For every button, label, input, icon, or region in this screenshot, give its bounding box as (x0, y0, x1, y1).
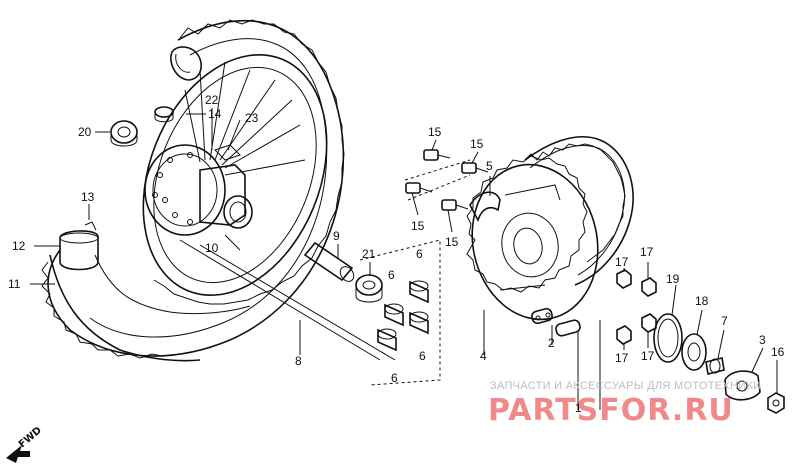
axle-nut-16 (767, 392, 785, 414)
damper-rubbers-6 (377, 280, 429, 352)
rim-band-tube (59, 221, 99, 271)
label-1: 1 (575, 401, 582, 415)
label-7: 7 (721, 314, 728, 328)
driven-sprocket-4 (466, 155, 599, 321)
dust-seal-14 (154, 106, 174, 123)
watermark-tagline: ЗАПЧАСТИ И АКСЕССУАРЫ ДЛЯ МОТОТЕХНИКИ (490, 380, 761, 392)
label-19: 19 (666, 272, 680, 286)
watermark-brand-logo: PARTSFOR.RU (488, 393, 734, 428)
label-15d: 15 (445, 235, 459, 249)
label-17b: 17 (640, 245, 654, 259)
leader-lines (30, 108, 778, 410)
circlip-19 (653, 313, 683, 363)
label-17c: 17 (615, 351, 629, 365)
label-10: 10 (205, 241, 219, 255)
label-21: 21 (362, 247, 376, 261)
label-16: 16 (771, 345, 785, 359)
label-15c: 15 (411, 219, 425, 233)
hub (144, 144, 253, 236)
label-17a: 17 (615, 255, 629, 269)
label-13: 13 (81, 190, 95, 204)
bolts-15 (405, 149, 489, 211)
label-11: 11 (8, 277, 21, 291)
label-20: 20 (78, 125, 92, 139)
group-outline-dampers (359, 159, 471, 386)
label-8: 8 (295, 354, 302, 368)
drive-chain-1 (524, 136, 634, 286)
lock-plate-5 (469, 191, 501, 223)
label-2: 2 (548, 336, 555, 350)
bearing-18 (681, 333, 707, 371)
axle-collar-9 (303, 241, 355, 282)
chain-master-link-2 (531, 307, 581, 337)
fwd-label: FWD (17, 425, 44, 450)
collar-7 (705, 357, 725, 375)
label-12: 12 (12, 239, 26, 253)
label-15a: 15 (428, 125, 442, 139)
label-14: 14 (208, 107, 222, 121)
label-23: 23 (245, 111, 259, 125)
label-5: 5 (486, 159, 493, 173)
label-15b: 15 (470, 137, 484, 151)
label-22: 22 (205, 93, 219, 107)
rim (142, 54, 328, 296)
adjuster-plate-3 (724, 370, 761, 401)
label-6b: 6 (416, 247, 423, 261)
label-3: 3 (759, 333, 766, 347)
label-4: 4 (480, 349, 487, 363)
label-9: 9 (333, 229, 340, 243)
bearing-21 (355, 274, 383, 303)
label-6a: 6 (388, 268, 395, 282)
part-labels: 1 2 3 4 5 6 6 6 6 7 8 9 10 11 12 13 14 1… (8, 93, 785, 415)
nuts-17 (616, 269, 657, 345)
label-17d: 17 (641, 349, 655, 363)
label-6d: 6 (391, 371, 398, 385)
watermark: ЗАПЧАСТИ И АКСЕССУАРЫ ДЛЯ МОТОТЕХНИКИ PA… (488, 380, 761, 428)
forward-arrow-icon: FWD (6, 425, 44, 463)
tire-lower-section (41, 254, 251, 362)
label-18: 18 (695, 294, 709, 308)
axle-8 (179, 239, 396, 361)
label-6c: 6 (419, 349, 426, 363)
bearing-20 (110, 120, 138, 147)
